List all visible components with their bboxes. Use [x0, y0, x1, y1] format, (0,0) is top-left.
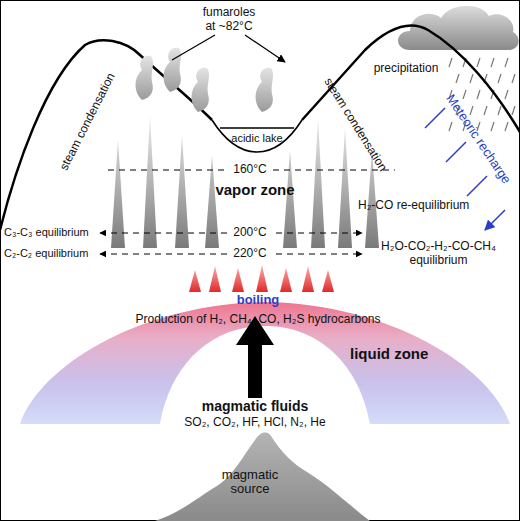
process-label: boiling [218, 293, 298, 308]
fumarole-plume [164, 48, 181, 92]
condensation-label: steam condensation [317, 70, 392, 179]
lake-label: acidic lake [227, 132, 287, 144]
vapor-spikes [111, 115, 379, 248]
source-label: magmatic source [215, 468, 285, 497]
crater-lake: acidic lake [212, 118, 302, 154]
fumarole-plume [192, 68, 209, 112]
crater-lake-shape [212, 120, 302, 152]
process-label: Production of H₂, CH₄, CO, H₂S hydrocarb… [88, 313, 428, 327]
gas-list: SO₂, CO₂, HF, HCl, N₂, He [155, 416, 355, 430]
condensation-label: steam condensation [55, 65, 122, 178]
boiling-spikes [189, 265, 334, 292]
fluid-label: magmatic fluids [175, 398, 335, 414]
magma-body: magmatic source [155, 428, 370, 521]
temperature-label: 200°C [228, 226, 272, 240]
rain-cloud [398, 6, 519, 50]
equilibrium-label: H₂-CO re-equilibrium [358, 199, 508, 213]
equilibrium-label: C₃-C₃ equilibrium [4, 226, 99, 239]
precipitation-label: precipitation [366, 62, 446, 76]
temperature-label: 220°C [228, 247, 272, 261]
fumarole-plume [136, 56, 153, 100]
fumarole-pointer [172, 35, 285, 62]
volcano-profile [0, 26, 520, 230]
magma-body-shape [155, 433, 370, 521]
zone-label: vapor zone [195, 181, 315, 198]
magma-flow-arrow [236, 316, 274, 398]
equilibrium-label: H₂O-CO₂-H₂-CO-CH₄ equilibrium [366, 240, 511, 268]
fumarole-label: fumaroles at ~82°C [199, 6, 259, 34]
equilibrium-label: C₂-C₂ equilibrium [4, 247, 99, 260]
fumarole-plume [256, 68, 273, 112]
liquid-zone-band-shape [20, 302, 510, 424]
zone-label: liquid zone [350, 346, 470, 363]
recharge-label: Meteoric recharge [438, 86, 517, 194]
temperature-label: 160°C [228, 163, 272, 177]
